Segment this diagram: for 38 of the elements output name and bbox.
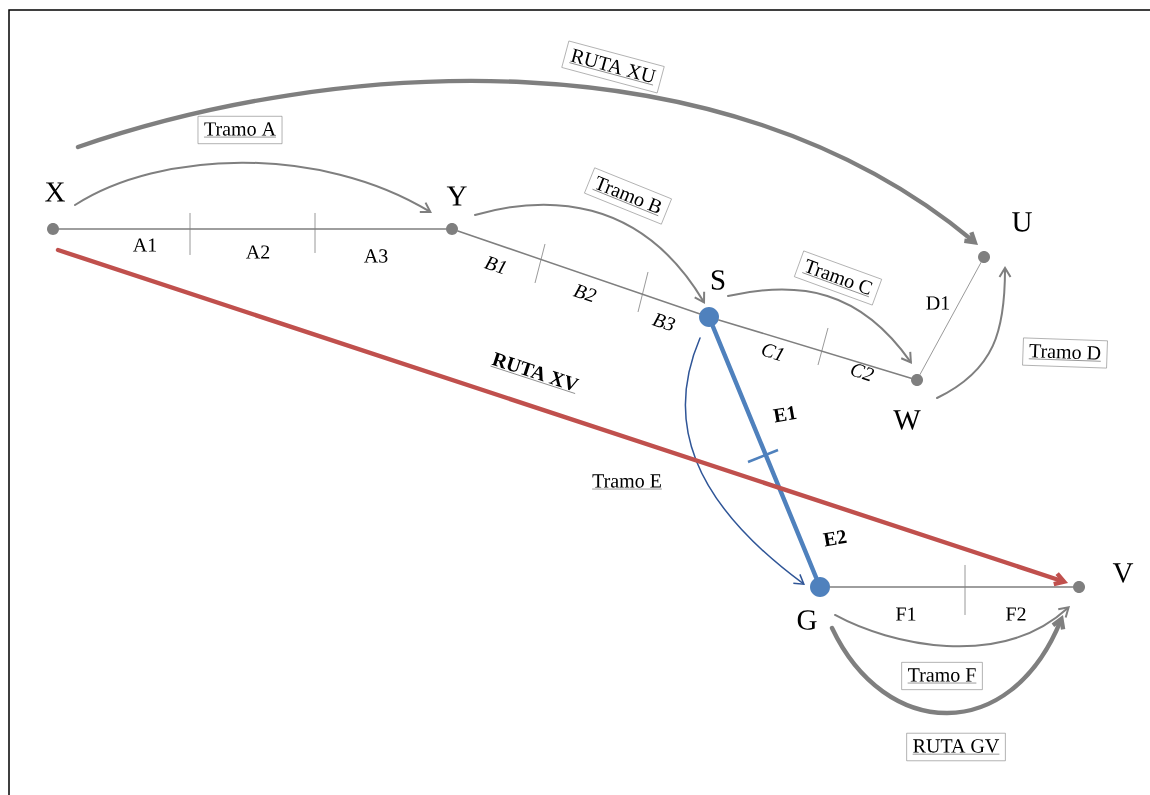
segment-label: A3 bbox=[363, 249, 388, 263]
segment-label: F2 bbox=[1006, 607, 1026, 621]
segment-label: B3 bbox=[651, 312, 676, 331]
arrow bbox=[684, 337, 805, 585]
arrow bbox=[55, 247, 1068, 587]
label-box: Tramo A bbox=[197, 116, 283, 144]
arrow bbox=[829, 615, 1066, 716]
segment-label: D1 bbox=[926, 296, 950, 310]
label-box: RUTA XU bbox=[561, 40, 665, 94]
segment-label: E2 bbox=[822, 530, 847, 547]
edge-label: Tramo E bbox=[591, 474, 663, 490]
arrow bbox=[74, 161, 432, 214]
segment-label: F1 bbox=[896, 607, 916, 621]
point-letter: S bbox=[711, 270, 725, 290]
segment-label: E1 bbox=[772, 406, 797, 423]
arrow bbox=[936, 266, 1012, 399]
segment-label: C1 bbox=[762, 344, 784, 362]
point-letter: X bbox=[45, 182, 65, 202]
point-letter: Y bbox=[446, 186, 467, 206]
arrow bbox=[474, 203, 706, 304]
segment-label: C2 bbox=[851, 364, 875, 382]
arrow bbox=[75, 79, 978, 245]
label-box: Tramo F bbox=[901, 662, 983, 690]
segment-label: B1 bbox=[483, 256, 507, 274]
segment-label: A2 bbox=[245, 245, 270, 259]
label-box: Tramo D bbox=[1022, 337, 1108, 369]
point-letter: W bbox=[893, 410, 921, 430]
point-letter: G bbox=[797, 610, 817, 630]
label-box: Tramo C bbox=[794, 250, 882, 306]
label-box: Tramo B bbox=[584, 167, 672, 225]
label-box: RUTA GV bbox=[906, 732, 1006, 762]
point-letter: U bbox=[1012, 212, 1032, 232]
point-letter: V bbox=[1112, 563, 1134, 583]
arrow bbox=[834, 606, 1070, 648]
arrow bbox=[727, 288, 912, 364]
segment-label: A1 bbox=[132, 238, 156, 252]
segment-label: B2 bbox=[572, 284, 597, 303]
edge-label: RUTA XV bbox=[490, 352, 580, 394]
